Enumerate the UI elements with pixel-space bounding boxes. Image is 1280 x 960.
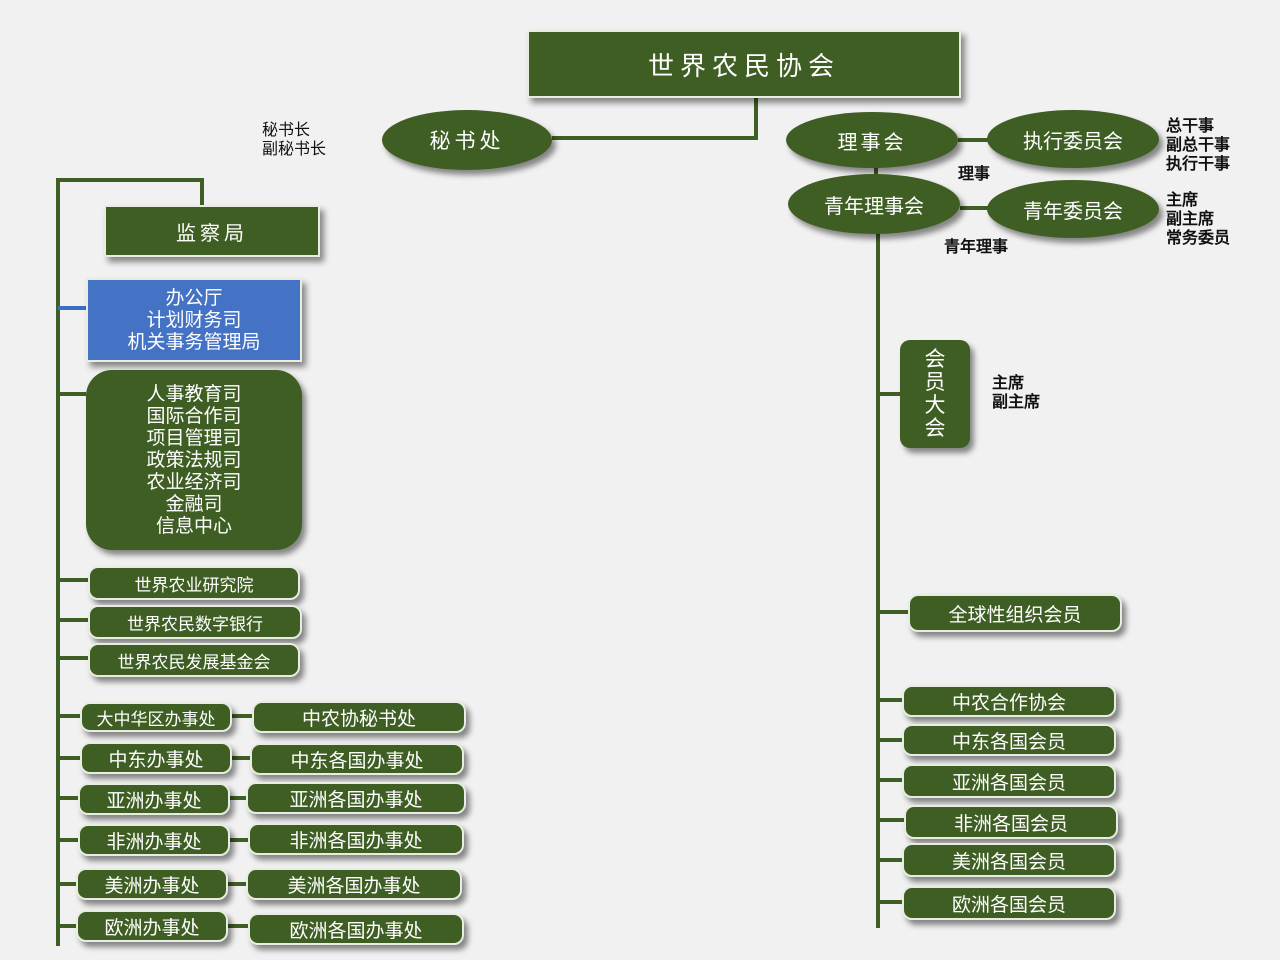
executive-committee-roles: 总干事 副总干事 执行干事 bbox=[1166, 116, 1230, 173]
secretariat-label: 秘书处 bbox=[429, 129, 505, 153]
youth-committee-node: 青年委员会 bbox=[987, 180, 1159, 238]
assembly-char-2: 员 bbox=[924, 370, 946, 394]
role-executive-director: 执行干事 bbox=[1166, 154, 1231, 173]
youth-council-node: 青年理事会 bbox=[788, 174, 960, 234]
supervision-bureau-node: 监察局 bbox=[104, 205, 320, 257]
institution-foundation: 世界农民发展基金会 bbox=[88, 643, 300, 677]
executive-committee-label: 执行委员会 bbox=[1023, 128, 1123, 153]
sub-office-europe-label: 欧洲各国办事处 bbox=[289, 919, 423, 942]
office-americas-label: 美洲办事处 bbox=[104, 874, 200, 897]
member-asia: 亚洲各国会员 bbox=[902, 764, 1116, 798]
dept-project-management: 项目管理司 bbox=[146, 427, 242, 449]
youth-council-label: 青年理事会 bbox=[824, 193, 924, 218]
office-middle-east-label: 中东办事处 bbox=[108, 748, 204, 771]
member-africa: 非洲各国会员 bbox=[904, 805, 1118, 839]
sub-office-europe: 欧洲各国办事处 bbox=[248, 913, 464, 945]
institution-research-label: 世界农业研究院 bbox=[134, 575, 254, 596]
role-assembly-chair: 主席 bbox=[992, 373, 1025, 392]
secretariat-roles: 秘书长 副秘书长 bbox=[262, 120, 326, 158]
member-africa-label: 非洲各国会员 bbox=[953, 812, 1068, 835]
council-member-role: 理事 bbox=[958, 164, 991, 183]
office-asia-label: 亚洲办事处 bbox=[106, 789, 202, 812]
role-secretary-general: 秘书长 bbox=[262, 120, 311, 139]
office-administration: 机关事务管理局 bbox=[127, 331, 261, 353]
sub-office-africa-label: 非洲各国办事处 bbox=[289, 829, 423, 852]
member-china-cooperation: 中农合作协会 bbox=[902, 685, 1116, 717]
sub-office-middle-east: 中东各国办事处 bbox=[250, 743, 464, 775]
youth-committee-label: 青年委员会 bbox=[1023, 198, 1123, 223]
role-director-general: 总干事 bbox=[1166, 116, 1215, 135]
assembly-char-3: 大 bbox=[924, 393, 946, 417]
general-assembly-node: 会 员 大 会 bbox=[900, 340, 970, 448]
office-europe-label: 欧洲办事处 bbox=[104, 916, 200, 939]
role-vice-chair: 副主席 bbox=[1166, 209, 1215, 228]
assembly-char-4: 会 bbox=[924, 416, 946, 440]
dept-finance: 金融司 bbox=[165, 493, 223, 515]
council-node: 理事会 bbox=[786, 112, 958, 168]
dept-international-cooperation: 国际合作司 bbox=[146, 405, 242, 427]
executive-committee-node: 执行委员会 bbox=[987, 110, 1159, 168]
sub-office-asia-label: 亚洲各国办事处 bbox=[289, 788, 423, 811]
office-planning-finance: 计划财务司 bbox=[146, 309, 242, 331]
sub-office-americas: 美洲各国办事处 bbox=[246, 868, 462, 900]
dept-hr-education: 人事教育司 bbox=[146, 383, 242, 405]
office-group-node: 办公厅 计划财务司 机关事务管理局 bbox=[86, 278, 302, 362]
department-group-node: 人事教育司 国际合作司 项目管理司 政策法规司 农业经济司 金融司 信息中心 bbox=[86, 370, 302, 550]
sub-office-americas-label: 美洲各国办事处 bbox=[287, 874, 421, 897]
office-africa-label: 非洲办事处 bbox=[106, 830, 202, 853]
office-general: 办公厅 bbox=[165, 287, 223, 309]
member-china-cooperation-label: 中农合作协会 bbox=[951, 691, 1066, 714]
office-americas: 美洲办事处 bbox=[76, 868, 228, 900]
role-assembly-vice-chair: 副主席 bbox=[992, 392, 1041, 411]
role-deputy-director-general: 副总干事 bbox=[1166, 135, 1231, 154]
root-node: 世界农民协会 bbox=[527, 30, 961, 98]
sub-office-africa: 非洲各国办事处 bbox=[248, 823, 464, 855]
institution-bank-label: 世界农民数字银行 bbox=[127, 614, 263, 635]
member-asia-label: 亚洲各国会员 bbox=[951, 771, 1066, 794]
office-africa: 非洲办事处 bbox=[78, 824, 230, 856]
global-members-node: 全球性组织会员 bbox=[908, 594, 1122, 632]
office-middle-east: 中东办事处 bbox=[80, 742, 232, 774]
member-europe: 欧洲各国会员 bbox=[902, 886, 1116, 920]
institution-research: 世界农业研究院 bbox=[88, 566, 300, 600]
institution-foundation-label: 世界农民发展基金会 bbox=[117, 652, 271, 673]
dept-agricultural-economy: 农业经济司 bbox=[146, 471, 242, 493]
office-greater-china: 大中华区办事处 bbox=[80, 702, 232, 732]
member-middle-east-label: 中东各国会员 bbox=[951, 730, 1066, 753]
sub-office-greater-china: 中农协秘书处 bbox=[252, 701, 466, 733]
role-standing-member: 常务委员 bbox=[1166, 228, 1231, 247]
supervision-bureau-label: 监察局 bbox=[176, 220, 248, 245]
office-asia: 亚洲办事处 bbox=[78, 783, 230, 815]
dept-policy-regulation: 政策法规司 bbox=[146, 449, 242, 471]
secretariat-node: 秘书处 bbox=[382, 110, 552, 170]
member-americas: 美洲各国会员 bbox=[902, 843, 1116, 877]
sub-office-middle-east-label: 中东各国办事处 bbox=[290, 749, 424, 772]
general-assembly-roles: 主席 副主席 bbox=[992, 373, 1040, 411]
council-label: 理事会 bbox=[837, 129, 907, 154]
role-deputy-secretary-general: 副秘书长 bbox=[262, 139, 327, 158]
youth-committee-roles: 主席 副主席 常务委员 bbox=[1166, 190, 1230, 247]
sub-office-asia: 亚洲各国办事处 bbox=[246, 782, 466, 814]
assembly-char-1: 会 bbox=[924, 347, 946, 371]
office-europe: 欧洲办事处 bbox=[76, 910, 228, 942]
institution-bank: 世界农民数字银行 bbox=[88, 605, 302, 639]
office-greater-china-label: 大中华区办事处 bbox=[96, 709, 216, 730]
member-middle-east: 中东各国会员 bbox=[902, 724, 1116, 756]
root-label: 世界农民协会 bbox=[647, 51, 840, 82]
role-chair: 主席 bbox=[1166, 190, 1199, 209]
global-members-label: 全球性组织会员 bbox=[948, 603, 1082, 626]
dept-information-center: 信息中心 bbox=[155, 515, 232, 537]
sub-office-greater-china-label: 中农协秘书处 bbox=[301, 707, 416, 730]
member-europe-label: 欧洲各国会员 bbox=[951, 893, 1066, 916]
member-americas-label: 美洲各国会员 bbox=[951, 850, 1066, 873]
youth-council-member-role: 青年理事 bbox=[944, 237, 1009, 256]
